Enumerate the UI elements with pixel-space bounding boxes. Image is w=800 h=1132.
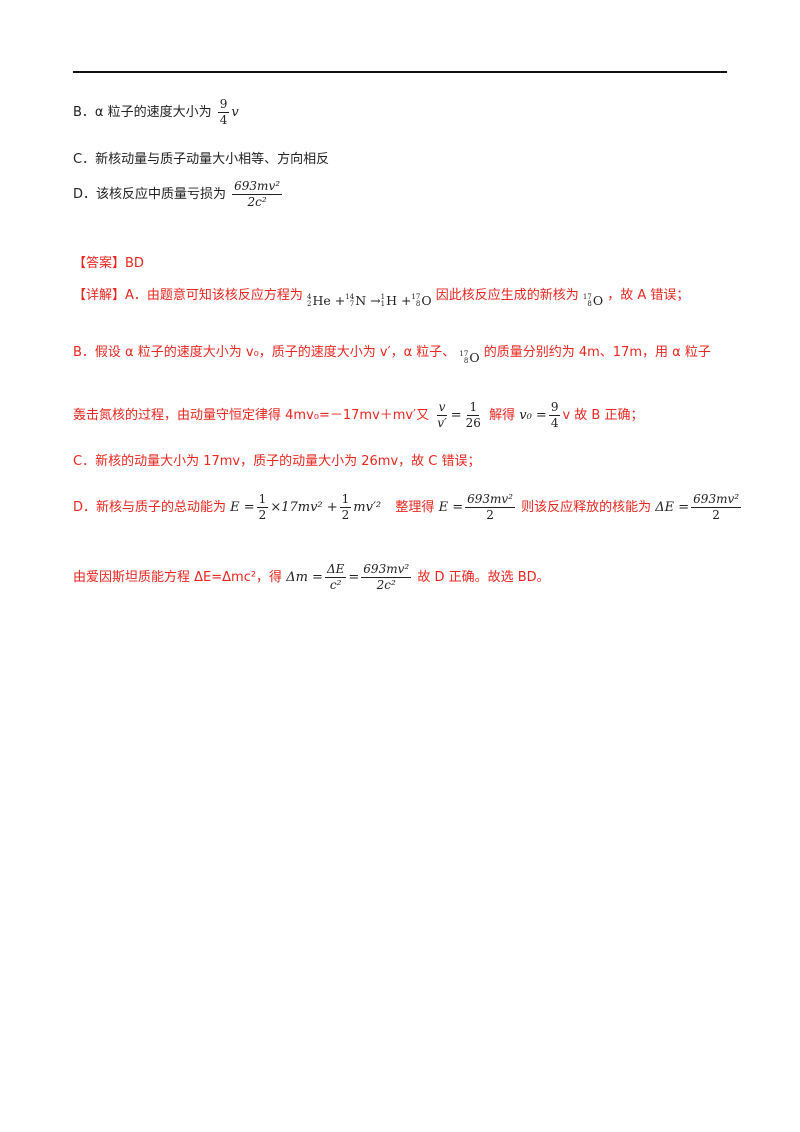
option-b-fraction: 9 4 [217,97,230,128]
detail-b-line2a: 轰击氮核的过程，由动量守恒定律得 4mv₀=－17mv＋mv′又 [73,408,430,424]
detail-a-mid: 因此核反应生成的新核为 [435,288,579,303]
option-b-label: B．α 粒子的速度大小为 [73,105,212,121]
header-rule [73,71,727,73]
detail-d-release: 则该反应释放的核能为 [521,500,652,516]
velocity-var: v [231,105,239,121]
detail-c: C．新核的动量大小为 17mv，质子的动量大小为 26mv，故 C 错误； [73,454,481,469]
ratio-value: 1 26 [465,400,481,431]
option-d: D．该核反应中质量亏损为 693mv² 2c² [73,179,284,210]
detail-b-conclusion: v 故 B 正确； [562,408,644,424]
detail-a-prefix: 【详解】A．由题意可知该核反应方程为 [73,288,303,303]
fraction-denominator: 2c² [247,195,267,210]
fraction-numerator: 693mv² [232,179,283,196]
detail-d-mid: 整理得 [395,500,435,516]
option-b: B．α 粒子的速度大小为 9 4 v [73,97,239,128]
detail-e-suffix: 故 D 正确。故选 BD。 [417,570,550,586]
detail-b-line1a: B．假设 α 粒子的速度大小为 v₀，质子的速度大小为 v′，α 粒子、 [73,345,456,360]
detail-a-suffix: ，故 A 错误； [607,288,690,303]
energy-expr: E = [230,500,255,516]
option-c: C．新核动量与质子动量大小相等、方向相反 [73,152,330,167]
velocity-ratio: v v′ [436,400,448,431]
mass-defect-expr: Δm = [286,570,323,586]
fraction-denominator: 4 [219,113,228,128]
answer-line: 【答案】BD [73,256,144,271]
detail-b-solve: 解得 [489,408,516,424]
detail-e-prefix: 由爱因斯坦质能方程 ΔE=Δmc²，得 [73,570,283,586]
v0-expr: v₀ = [519,408,547,424]
fraction-numerator: 9 [217,97,230,114]
v0-fraction: 9 4 [548,400,561,431]
detail-b-line2: 轰击氮核的过程，由动量守恒定律得 4mv₀=－17mv＋mv′又 v v′ = … [73,400,644,431]
detail-b-line1b: 的质量分别约为 4m、17m，用 α 粒子 [483,345,711,360]
detail-d-prefix: D．新核与质子的总动能为 [73,500,227,516]
option-d-label: D．该核反应中质量亏损为 [73,187,227,203]
option-d-fraction: 693mv² 2c² [232,179,283,210]
